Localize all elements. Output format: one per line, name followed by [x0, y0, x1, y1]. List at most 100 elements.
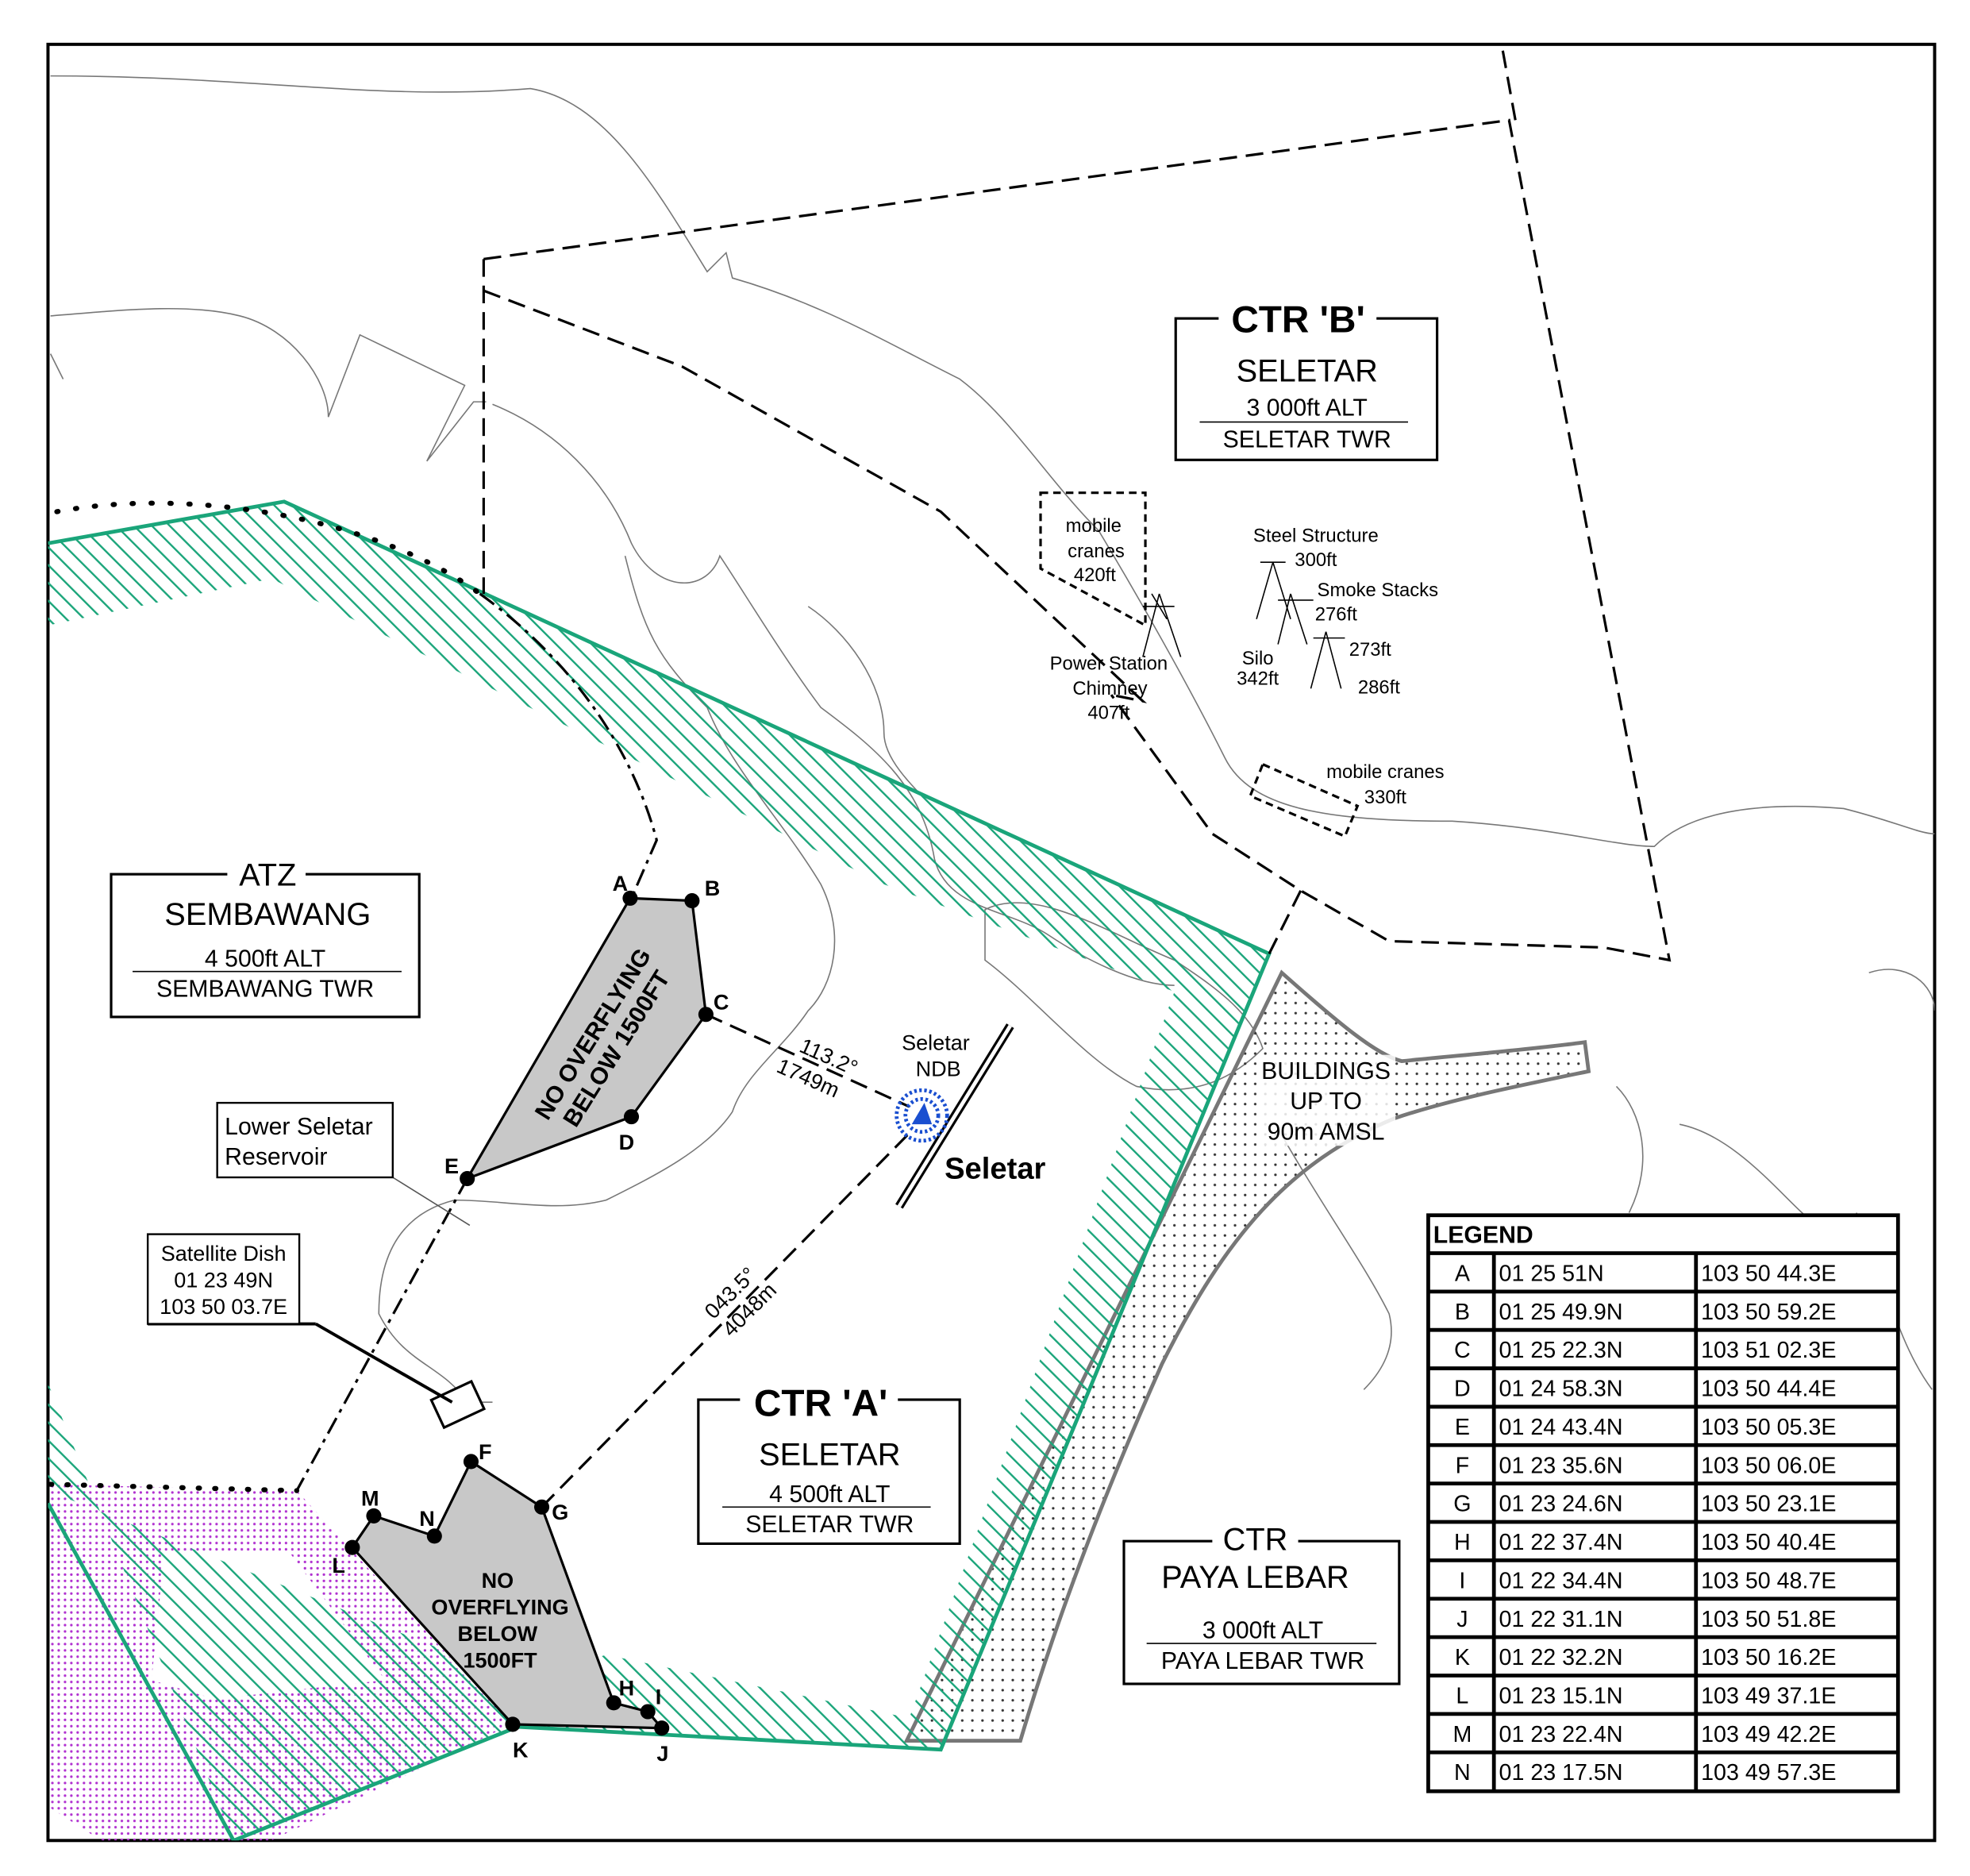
waypoint-label: F	[479, 1440, 492, 1464]
svg-text:103 50 03.7E: 103 50 03.7E	[160, 1295, 287, 1319]
svg-text:NO: NO	[482, 1569, 514, 1593]
svg-text:90m AMSL: 90m AMSL	[1268, 1119, 1385, 1145]
waypoint-label: D	[619, 1131, 635, 1154]
obstacle-icons	[1142, 561, 1345, 689]
waypoint-label: G	[552, 1500, 568, 1524]
ctr-paya-lebar-area	[903, 969, 1591, 1743]
legend-longitude: 103 50 05.3E	[1701, 1415, 1836, 1440]
svg-text:01 23 49N: 01 23 49N	[174, 1268, 273, 1292]
legend-longitude: 103 50 23.1E	[1701, 1492, 1836, 1517]
legend-point: F	[1456, 1453, 1470, 1478]
svg-text:4 500ft ALT: 4 500ft ALT	[205, 946, 325, 972]
legend-latitude: 01 23 35.6N	[1499, 1453, 1623, 1478]
crane-area-2	[1249, 762, 1360, 838]
waypoint-label: N	[419, 1507, 435, 1531]
waypoint-b	[684, 893, 700, 909]
legend-latitude: 01 25 22.3N	[1499, 1338, 1623, 1363]
svg-text:PAYA LEBAR: PAYA LEBAR	[1161, 1560, 1349, 1595]
svg-text:Reservoir: Reservoir	[225, 1144, 327, 1170]
svg-text:mobile: mobile	[1066, 515, 1122, 537]
svg-text:3 000ft ALT: 3 000ft ALT	[1202, 1618, 1323, 1644]
svg-text:CTR 'A': CTR 'A'	[754, 1383, 887, 1425]
legend-point: G	[1453, 1492, 1471, 1517]
svg-text:SEMBAWANG TWR: SEMBAWANG TWR	[156, 976, 374, 1002]
ndb-icon	[895, 1088, 949, 1143]
legend-point: L	[1456, 1684, 1468, 1709]
legend-point: H	[1454, 1530, 1471, 1555]
svg-text:SELETAR: SELETAR	[1237, 354, 1378, 389]
ctr-b-paya-link	[1268, 890, 1302, 955]
no-overfly-south: NO OVERFLYING BELOW 1500FT	[431, 1569, 568, 1672]
waypoint-label: K	[513, 1738, 529, 1762]
waypoint-label: E	[444, 1154, 459, 1178]
svg-text:mobile cranes: mobile cranes	[1326, 761, 1445, 783]
waypoint-e	[460, 1171, 475, 1187]
legend-longitude: 103 50 59.2E	[1701, 1300, 1836, 1325]
legend-latitude: 01 23 15.1N	[1499, 1684, 1623, 1709]
ctr-a-boundary-line	[48, 499, 1272, 1841]
legend-point: N	[1454, 1760, 1471, 1785]
waypoint-n	[426, 1528, 442, 1544]
svg-text:276ft: 276ft	[1315, 603, 1357, 625]
svg-text:Silo: Silo	[1242, 648, 1274, 669]
waypoint-label: L	[332, 1554, 345, 1577]
legend-longitude: 103 50 44.4E	[1701, 1377, 1836, 1402]
waypoint-label: C	[714, 990, 729, 1014]
waypoint-label: H	[619, 1676, 635, 1700]
legend-longitude: 103 50 16.2E	[1701, 1645, 1836, 1670]
ctr-paya-lebar-label-box: CTR PAYA LEBAR 3 000ft ALT PAYA LEBAR TW…	[1122, 1522, 1401, 1685]
waypoint-label: I	[656, 1685, 662, 1708]
legend-latitude: 01 22 32.2N	[1499, 1645, 1623, 1670]
prohibited-area-north	[464, 896, 708, 1181]
svg-text:SELETAR TWR: SELETAR TWR	[745, 1512, 914, 1538]
legend-point: M	[1452, 1722, 1472, 1747]
svg-text:CTR 'B': CTR 'B'	[1231, 299, 1364, 341]
svg-text:SELETAR: SELETAR	[759, 1438, 900, 1473]
svg-text:342ft: 342ft	[1237, 668, 1279, 689]
legend-latitude: 01 23 24.6N	[1499, 1492, 1623, 1517]
legend-latitude: 01 22 34.4N	[1499, 1568, 1623, 1593]
legend-point: K	[1455, 1645, 1470, 1670]
legend-point: A	[1455, 1261, 1471, 1286]
waypoint-l	[344, 1539, 360, 1555]
svg-text:ATZ: ATZ	[239, 857, 296, 892]
waypoint-label: A	[613, 872, 629, 896]
svg-text:SEMBAWANG: SEMBAWANG	[164, 897, 371, 932]
ctr-a-label-box: CTR 'A' SELETAR 4 500ft ALT SELETAR TWR	[697, 1381, 961, 1545]
waypoint-label: J	[656, 1742, 668, 1766]
svg-text:Smoke Stacks: Smoke Stacks	[1318, 580, 1439, 601]
legend-latitude: 01 22 37.4N	[1499, 1530, 1623, 1555]
bearing-line-043	[541, 1130, 913, 1508]
waypoint-d	[623, 1109, 640, 1125]
svg-text:Steel Structure: Steel Structure	[1253, 526, 1379, 547]
prohibited-area-south	[350, 1459, 665, 1730]
legend-row: K 01 22 32.2N 103 50 16.2E	[1428, 1635, 1899, 1670]
legend-latitude: 01 25 49.9N	[1499, 1300, 1623, 1325]
svg-text:Chimney: Chimney	[1072, 678, 1147, 699]
svg-text:cranes: cranes	[1068, 541, 1125, 562]
legend-point: E	[1455, 1415, 1470, 1440]
reservoir-label-box: Lower Seletar Reservoir	[216, 1101, 394, 1179]
waypoint-j	[654, 1720, 670, 1736]
svg-text:3 000ft ALT: 3 000ft ALT	[1247, 395, 1368, 422]
ctr-b-inner-boundary	[483, 289, 1148, 703]
svg-text:4 500ft ALT: 4 500ft ALT	[769, 1481, 890, 1508]
seletar-runway	[895, 1023, 1014, 1209]
waypoint-k	[505, 1716, 521, 1732]
legend-longitude: 103 50 48.7E	[1701, 1568, 1836, 1593]
waypoint-m	[366, 1508, 382, 1524]
svg-text:420ft: 420ft	[1074, 564, 1116, 586]
svg-text:UP TO: UP TO	[1290, 1088, 1362, 1115]
svg-text:286ft: 286ft	[1358, 677, 1400, 699]
waypoint-h	[606, 1695, 621, 1711]
